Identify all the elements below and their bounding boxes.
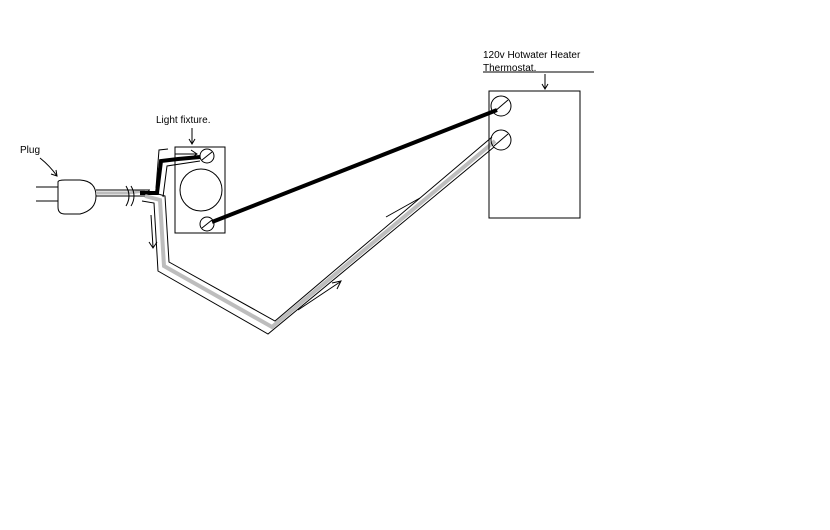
cord-break-mark [125, 185, 130, 207]
power-cord [96, 185, 150, 207]
fixture-terminal-bottom-screw-icon [199, 216, 215, 232]
flow-arrow-down-icon [148, 214, 158, 249]
flow-arrow-up-icon [297, 280, 342, 311]
thermostat-label-line1: 120v Hotwater Heater [483, 50, 581, 61]
plug-label: Plug [20, 145, 40, 156]
thermostat-terminal-top-screw-icon [490, 95, 512, 117]
light-fixture-box [174, 146, 226, 234]
flow-arrow-icon [175, 149, 198, 159]
hot-wire-to-thermostat [211, 108, 498, 224]
light-fixture [174, 146, 226, 234]
plug-body [57, 179, 97, 215]
thermostat-terminal-bottom-screw-icon [490, 129, 512, 151]
light-fixture-socket [179, 168, 223, 212]
thermostat-label-line2: Thermostat. [483, 63, 536, 74]
plug-pointer-arrow [39, 157, 58, 177]
plug [36, 179, 97, 215]
light-fixture-pointer-arrow [188, 128, 196, 145]
thermostat-box [488, 90, 581, 219]
thermostat [488, 90, 581, 219]
cord-break-mark [130, 185, 135, 207]
fixture-terminal-top-screw-icon [199, 148, 215, 164]
thermostat-pointer-arrow [541, 74, 549, 90]
light-fixture-label: Light fixture. [156, 115, 210, 126]
neutral-wire-return [141, 136, 497, 335]
flow-dash-mark [385, 197, 421, 218]
hot-wire-to-fixture [140, 148, 201, 198]
